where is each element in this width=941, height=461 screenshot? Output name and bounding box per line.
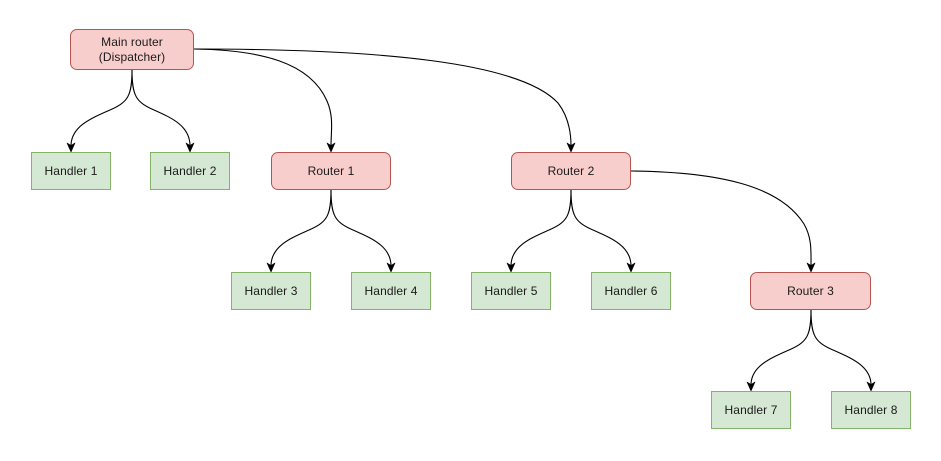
- node-handler-6-label: Handler 6: [604, 283, 658, 298]
- edge-main-router-to-router-1: [193, 48, 336, 153]
- edge-main-router-to-handler-2: [131, 69, 195, 153]
- node-handler-2[interactable]: Handler 2: [150, 152, 230, 190]
- node-handler-2-label: Handler 2: [163, 163, 217, 178]
- node-router-2[interactable]: Router 2: [511, 152, 631, 190]
- node-handler-6[interactable]: Handler 6: [591, 272, 671, 310]
- edge-router-1-to-handler-4: [330, 189, 396, 273]
- node-router-3[interactable]: Router 3: [750, 272, 871, 310]
- node-handler-1[interactable]: Handler 1: [31, 152, 111, 190]
- node-main-router[interactable]: Main router (Dispatcher): [70, 29, 194, 70]
- node-handler-8-label: Handler 8: [844, 402, 898, 417]
- edge-router-3-to-handler-8: [810, 309, 876, 392]
- node-handler-8[interactable]: Handler 8: [831, 391, 911, 429]
- edge-router-3-to-handler-7: [746, 309, 812, 392]
- node-handler-5-label: Handler 5: [484, 283, 538, 298]
- node-handler-3[interactable]: Handler 3: [231, 272, 311, 310]
- node-handler-3-label: Handler 3: [244, 283, 298, 298]
- node-router-1-label: Router 1: [307, 163, 355, 178]
- edge-router-2-to-handler-5: [506, 189, 572, 273]
- node-handler-4-label: Handler 4: [364, 283, 418, 298]
- node-main-router-label: Main router (Dispatcher): [98, 34, 166, 64]
- node-handler-7-label: Handler 7: [724, 402, 778, 417]
- edge-router-2-to-router-3: [630, 170, 816, 273]
- node-handler-1-label: Handler 1: [44, 163, 98, 178]
- edge-main-router-to-handler-1: [66, 69, 133, 153]
- edge-router-2-to-handler-6: [570, 189, 636, 273]
- node-handler-5[interactable]: Handler 5: [471, 272, 551, 310]
- node-router-2-label: Router 2: [547, 163, 595, 178]
- node-handler-7[interactable]: Handler 7: [711, 391, 791, 429]
- node-handler-4[interactable]: Handler 4: [351, 272, 431, 310]
- node-router-3-label: Router 3: [787, 283, 834, 298]
- edge-router-1-to-handler-3: [266, 189, 332, 273]
- node-router-1[interactable]: Router 1: [271, 152, 391, 190]
- edge-main-router-to-router-2: [193, 48, 576, 153]
